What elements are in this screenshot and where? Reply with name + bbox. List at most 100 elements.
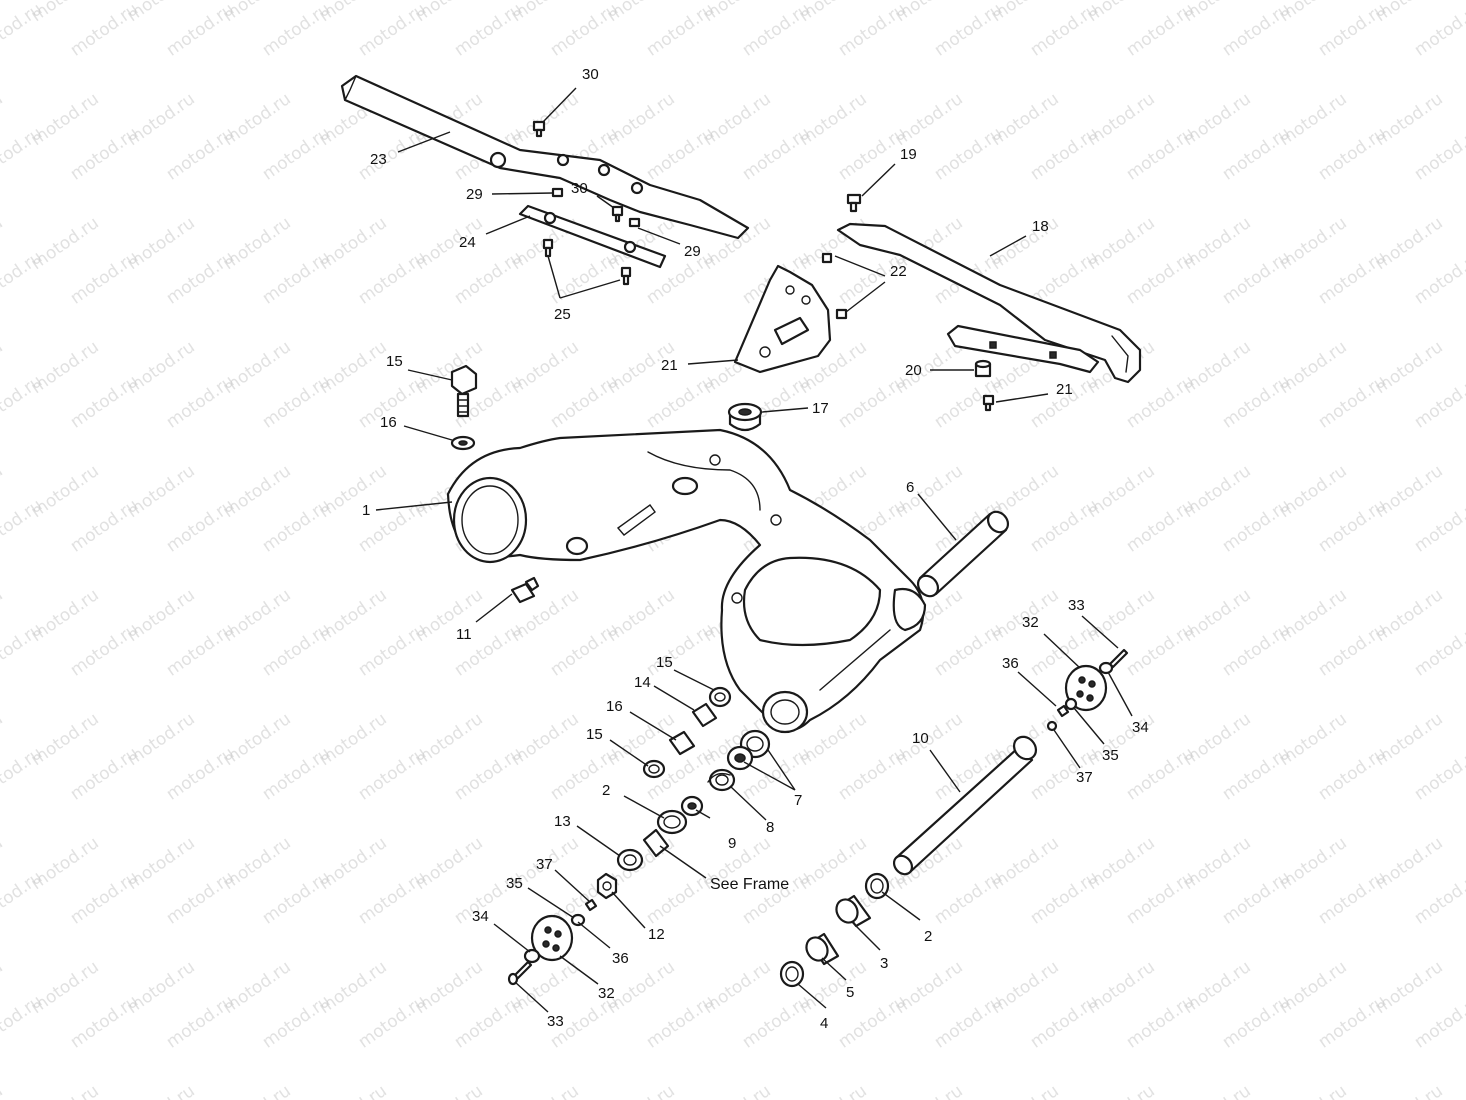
- part-17-bolt: [450, 364, 478, 418]
- callout-34: 34: [472, 908, 489, 925]
- callout-21: 19: [900, 146, 917, 163]
- watermark-text: motod.ru: [739, 123, 814, 184]
- watermark-text: motod.ru: [1411, 867, 1466, 928]
- callout-37: 37: [536, 856, 553, 873]
- watermark-text: motod.ru: [1123, 123, 1198, 184]
- callout-2: 2: [924, 928, 932, 945]
- watermark-text: motod.ru: [931, 991, 1006, 1052]
- watermark-text: motod.ru: [1315, 123, 1390, 184]
- watermark-text: motod.ru: [67, 619, 142, 680]
- callout-23: 21: [1056, 381, 1073, 398]
- watermark-text: motod.ru: [0, 991, 46, 1052]
- see-frame-note: See Frame: [710, 876, 789, 893]
- callout-37: 37: [1076, 769, 1093, 786]
- watermark-text: motod.ru: [451, 991, 526, 1052]
- watermark-text: motod.ru: [0, 743, 46, 804]
- watermark-text: motod.ru: [355, 247, 430, 308]
- watermark-text: motod.ru: [67, 495, 142, 556]
- watermark-text: motod.ru: [67, 371, 142, 432]
- watermark-text: motod.ru: [259, 743, 334, 804]
- watermark-text: motod.ru: [163, 619, 238, 680]
- callout-29: 29: [684, 243, 701, 260]
- watermark-text: motod.ru: [1275, 1081, 1350, 1100]
- callout-24: 21: [661, 357, 678, 374]
- watermark-text: motod.ru: [699, 1081, 774, 1100]
- callout-36: 36: [612, 950, 629, 967]
- watermark-text: motod.ru: [259, 371, 334, 432]
- callout-27: 24: [459, 234, 476, 251]
- callout-6: 6: [906, 479, 914, 496]
- callout-29: 29: [466, 186, 483, 203]
- watermark-text: motod.ru: [1411, 371, 1466, 432]
- watermark-text: motod.ru: [1411, 619, 1466, 680]
- watermark-text: motod.ru: [355, 743, 430, 804]
- watermark-text: motod.ru: [1219, 991, 1294, 1052]
- watermark-text: motod.ru: [1219, 123, 1294, 184]
- watermark-text: motod.ru: [1027, 0, 1102, 61]
- watermark-text: motod.ru: [355, 867, 430, 928]
- callout-8: 8: [766, 819, 774, 836]
- watermark-text: motod.ru: [547, 371, 622, 432]
- watermark-text: motod.ru: [1179, 1081, 1254, 1100]
- callout-19: 17: [812, 400, 829, 417]
- callout-1: 1: [362, 502, 370, 519]
- watermark-text: motod.ru: [67, 0, 142, 61]
- watermark-text: motod.ru: [0, 213, 7, 274]
- watermark-text: motod.ru: [643, 619, 718, 680]
- part-12-adjuster-nut: [596, 872, 618, 900]
- watermark-text: motod.ru: [931, 0, 1006, 61]
- watermark-text: motod.ru: [163, 123, 238, 184]
- watermark-text: motod.ru: [1123, 991, 1198, 1052]
- watermark-text: motod.ru: [0, 1081, 7, 1100]
- watermark-text: motod.ru: [547, 247, 622, 308]
- callout-5: 5: [846, 984, 854, 1001]
- watermark-text: motod.ru: [163, 371, 238, 432]
- watermark-text: motod.ru: [1219, 743, 1294, 804]
- watermark-text: motod.ru: [451, 247, 526, 308]
- watermark-text: motod.ru: [259, 867, 334, 928]
- watermark-text: motod.ru: [163, 0, 238, 61]
- watermark-text: motod.ru: [1411, 743, 1466, 804]
- watermark-text: motod.ru: [643, 0, 718, 61]
- callout-16: 16: [606, 698, 623, 715]
- watermark-text: motod.ru: [1411, 0, 1466, 61]
- part-20-mount-plate: [946, 324, 1100, 374]
- part-1-swingarm: [446, 428, 927, 734]
- watermark-text: motod.ru: [163, 495, 238, 556]
- watermark-text: motod.ru: [0, 833, 7, 894]
- watermark-text: motod.ru: [931, 867, 1006, 928]
- watermark-text: motod.ru: [1315, 371, 1390, 432]
- watermark-text: motod.ru: [355, 991, 430, 1052]
- watermark-text: motod.ru: [0, 371, 46, 432]
- watermark-text: motod.ru: [163, 743, 238, 804]
- eccentric-adjuster-right: [1046, 648, 1129, 732]
- watermark-text: motod.ru: [67, 247, 142, 308]
- watermark-text: motod.ru: [27, 1081, 102, 1100]
- watermark-text: motod.ru: [67, 123, 142, 184]
- watermark-text: motod.ru: [835, 0, 910, 61]
- watermark-text: motod.ru: [1123, 371, 1198, 432]
- part-20-chain-guard: [836, 222, 1142, 384]
- part-26-chain-guard: [340, 74, 750, 240]
- watermark-text: motod.ru: [411, 1081, 486, 1100]
- watermark-text: motod.ru: [123, 1081, 198, 1100]
- callout-15: 15: [586, 726, 603, 743]
- watermark-text: motod.ru: [259, 0, 334, 61]
- part-10-spindle: [892, 735, 1038, 876]
- callout-4: 4: [820, 1015, 828, 1032]
- watermark-text: motod.ru: [0, 867, 46, 928]
- callout-33: 33: [547, 1013, 564, 1030]
- watermark-text: motod.ru: [835, 371, 910, 432]
- watermark-text: motod.ru: [219, 1081, 294, 1100]
- watermark-text: motod.ru: [547, 0, 622, 61]
- callout-14: 14: [634, 674, 651, 691]
- watermark-text: motod.ru: [1411, 123, 1466, 184]
- watermark-text: motod.ru: [1123, 495, 1198, 556]
- watermark-text: motod.ru: [987, 1081, 1062, 1100]
- watermark-text: motod.ru: [603, 1081, 678, 1100]
- part-19-grommet: [727, 402, 763, 432]
- watermark-text: motod.ru: [1315, 867, 1390, 928]
- callout-30: 30: [571, 180, 588, 197]
